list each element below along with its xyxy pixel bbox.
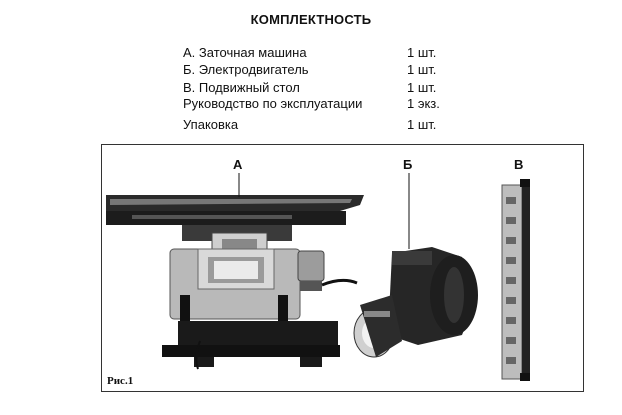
item-qty-manual: 1 экз.: [407, 96, 440, 111]
item-name-manual: Руководство по эксплуатации: [183, 96, 363, 111]
item-qty-table: 1 шт.: [407, 80, 437, 95]
moving-table-image: [501, 179, 530, 381]
section-heading: КОМПЛЕКТНОСТЬ: [250, 12, 372, 27]
label-a: А: [233, 157, 243, 172]
figure-illustration: [106, 173, 530, 381]
electric-motor-image: [353, 173, 478, 358]
item-name-table: В. Подвижный стол: [183, 80, 300, 95]
item-name-motor: Б. Электродвигатель: [183, 62, 309, 77]
figure-caption: Рис.1: [107, 375, 134, 387]
sharpening-machine-image: [106, 173, 364, 370]
label-v: В: [514, 157, 524, 172]
figure-frame: А Б В Рис.1: [101, 144, 584, 392]
item-qty-packaging: 1 шт.: [407, 117, 437, 132]
label-b: Б: [403, 157, 413, 172]
item-name-sharpener: А. Заточная машина: [183, 45, 307, 60]
item-name-packaging: Упаковка: [183, 117, 239, 132]
item-qty-sharpener: 1 шт.: [407, 45, 437, 60]
item-qty-motor: 1 шт.: [407, 62, 437, 77]
